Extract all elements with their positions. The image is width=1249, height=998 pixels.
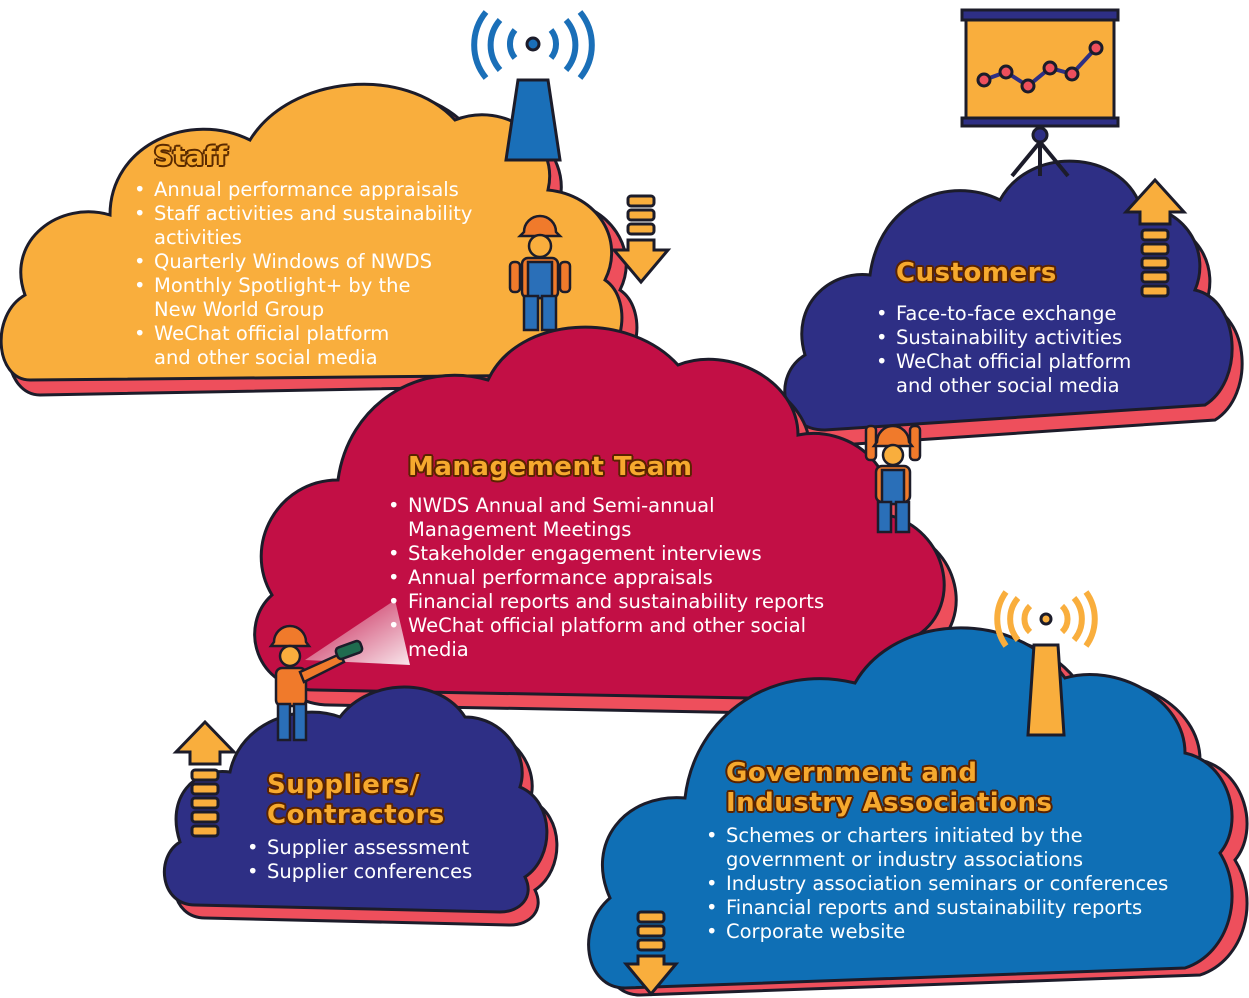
list-item: NWDS Annual and Semi-annual Management M… [386, 494, 778, 542]
management-list: NWDS Annual and Semi-annual Management M… [386, 494, 866, 662]
suppliers-title-line1: Suppliers/ [267, 770, 420, 800]
list-item: WeChat official platform and other socia… [874, 350, 1166, 398]
list-item: Staff activities and sustainability acti… [132, 202, 512, 250]
list-item: Industry association seminars or confere… [704, 872, 1224, 896]
list-item: Annual performance appraisals [132, 178, 512, 202]
antenna-icon [471, 10, 595, 162]
list-item: Financial reports and sustainability rep… [386, 590, 866, 614]
arrow-up-icon [172, 719, 238, 838]
staff-list: Annual performance appraisals Staff acti… [132, 178, 512, 370]
government-list: Schemes or charters initiated by the gov… [704, 824, 1224, 944]
government-title-line1: Government and [726, 758, 978, 788]
list-item: Financial reports and sustainability rep… [704, 896, 1224, 920]
arrow-down-icon [622, 910, 680, 997]
government-group: Government and Industry Associations Sch… [704, 758, 1224, 944]
suppliers-list: Supplier assessment Supplier conferences [245, 836, 525, 884]
government-title-line2: Industry Associations [726, 788, 1053, 818]
list-item: Supplier assessment [245, 836, 525, 860]
customers-list: Face-to-face exchange Sustainability act… [874, 302, 1184, 398]
list-item: Quarterly Windows of NWDS [132, 250, 512, 274]
management-group: Management Team NWDS Annual and Semi-ann… [386, 452, 866, 662]
list-item: Face-to-face exchange [874, 302, 1184, 326]
customers-title: Customers [896, 258, 1057, 288]
suppliers-group: Suppliers/ Contractors Supplier assessme… [245, 770, 525, 884]
list-item: Corporate website [704, 920, 1224, 944]
government-title: Government and Industry Associations [726, 758, 1224, 818]
list-item: Sustainability activities [874, 326, 1184, 350]
management-title: Management Team [408, 452, 693, 482]
worker-icon [268, 600, 410, 742]
worker-icon [508, 214, 572, 332]
staff-title: Staff [154, 142, 228, 172]
list-item: Annual performance appraisals [386, 566, 866, 590]
list-item: Stakeholder engagement interviews [386, 542, 866, 566]
list-item: WeChat official platform and other socia… [132, 322, 414, 370]
list-item: Monthly Spotlight+ by the New World Grou… [132, 274, 414, 322]
staff-group: Staff Annual performance appraisals Staf… [132, 142, 512, 370]
list-item: Schemes or charters initiated by the gov… [704, 824, 1126, 872]
customers-group: Customers Face-to-face exchange Sustaina… [874, 258, 1184, 398]
arrow-up-icon [1122, 177, 1188, 298]
chart-board-icon [960, 8, 1120, 178]
suppliers-title: Suppliers/ Contractors [267, 770, 525, 830]
arrow-down-icon [610, 194, 672, 285]
suppliers-title-line2: Contractors [267, 800, 445, 830]
list-item: WeChat official platform and other socia… [386, 614, 808, 662]
list-item: Supplier conferences [245, 860, 525, 884]
worker-icon [864, 424, 922, 534]
antenna-icon [994, 590, 1098, 737]
